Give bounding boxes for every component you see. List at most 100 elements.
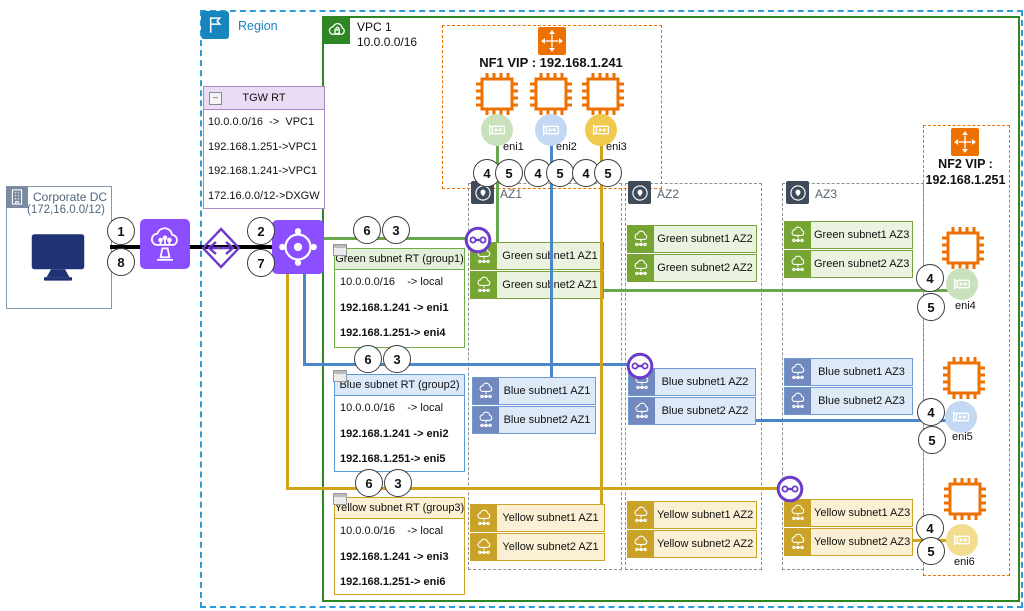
vpc-cidr: 10.0.0.0/16 (357, 35, 418, 49)
subnet-label: Green subnet1 AZ2 (657, 233, 753, 245)
subnet-icon (785, 500, 811, 526)
gateway-load-balancer-icon (951, 128, 979, 156)
window-icon[interactable] (333, 370, 347, 382)
monitor-icon (30, 230, 86, 284)
tgw-blue-line-h (303, 363, 627, 366)
direct-connect-icon (198, 224, 244, 272)
nf2-title-line2: 192.168.1.251 (925, 173, 1006, 187)
subnet-blue1-az1: Blue subnet1 AZ1 (472, 377, 596, 405)
flow-badge: 7 (247, 249, 275, 277)
subnet-blue2-az1: Blue subnet2 AZ1 (472, 406, 596, 434)
flow-badge: 6 (353, 216, 381, 244)
subnet-label: Green subnet2 AZ2 (657, 262, 753, 274)
subnet-label: Yellow subnet1 AZ1 (502, 512, 599, 524)
tgw-route: 10.0.0.0/16 -> VPC1 (208, 116, 315, 128)
subnet-icon (628, 531, 654, 557)
flow-badge: 2 (247, 217, 275, 245)
subnet-yellow2-az1: Yellow subnet2 AZ1 (470, 533, 605, 561)
flow-badge: 1 (107, 217, 135, 245)
flow-badge: 5 (594, 159, 622, 187)
subnet-icon (628, 255, 654, 281)
subnet-green2-az3: Green subnet2 AZ3 (784, 250, 913, 278)
tgw-route: 172.16.0.0/12->DXGW (208, 189, 320, 202)
eni3-line (600, 145, 603, 504)
eni3-icon (585, 114, 617, 146)
blue-subnet-route-table: Blue subnet RT (group2) 10.0.0.0/16 -> l… (333, 370, 465, 472)
subnet-label: Yellow subnet1 AZ3 (814, 507, 911, 519)
corporate-dc-name: Corporate DC (33, 190, 108, 204)
subnet-blue2-az2: Blue subnet2 AZ2 (628, 397, 756, 425)
subnet-label: Blue subnet2 AZ2 (661, 405, 749, 417)
flow-badge: 8 (107, 248, 135, 276)
subnet-icon (785, 251, 811, 277)
flow-badge: 3 (382, 216, 410, 244)
eni6-label: eni6 (954, 556, 975, 568)
subnet-yellow1-az3: Yellow subnet1 AZ3 (784, 499, 913, 527)
subnet-icon (629, 398, 655, 424)
subnet-yellow2-az2: Yellow subnet2 AZ2 (627, 530, 757, 558)
nf2-instance-chip-icon (942, 356, 986, 400)
az1-label: AZ1 (500, 187, 523, 201)
window-icon[interactable] (333, 493, 347, 505)
az2-box (625, 183, 762, 570)
nf1-title: NF1 VIP : 192.168.1.241 (479, 55, 623, 70)
eni5-label: eni5 (952, 431, 973, 443)
subnet-blue1-az3: Blue subnet1 AZ3 (784, 358, 913, 386)
eni1-line (496, 145, 499, 242)
rt-route: 10.0.0.0/16 -> local (340, 402, 444, 414)
subnet-icon (785, 529, 811, 555)
eni3-label: eni3 (606, 141, 627, 153)
subnet-label: Yellow subnet2 AZ3 (814, 536, 911, 548)
nf2-instance-chip-icon (943, 477, 987, 521)
subnet-green2-az1: Green subnet2 AZ1 (470, 271, 604, 299)
subnet-label: Yellow subnet2 AZ1 (502, 541, 599, 553)
gwlb-endpoint-icon (464, 226, 492, 254)
subnet-icon (785, 222, 811, 248)
eni4-label: eni4 (955, 300, 976, 312)
rt-title: Blue subnet RT (group2) (335, 375, 464, 396)
subnet-green2-az2: Green subnet2 AZ2 (627, 254, 757, 282)
nf2-title-line1: NF2 VIP : (938, 157, 993, 171)
eni2-line (550, 145, 553, 377)
rt-route: 192.168.1.251-> eni5 (340, 453, 446, 465)
tgw-yellow-line-h (286, 487, 777, 490)
rt-route: 10.0.0.0/16 -> local (340, 525, 444, 537)
rt-route: 192.168.1.241 -> eni3 (340, 550, 449, 563)
eni5-icon (945, 401, 977, 433)
subnet-icon (473, 407, 499, 433)
subnet-icon (628, 226, 654, 252)
tgw-route: 192.168.1.251->VPC1 (208, 140, 318, 153)
customer-gateway-icon (140, 219, 190, 269)
subnet-icon (471, 534, 497, 560)
nf2-box (923, 125, 1010, 576)
region-boundary (200, 10, 1023, 608)
flow-badge: 6 (355, 469, 383, 497)
subnet-green1-az2: Green subnet1 AZ2 (627, 225, 757, 253)
tgw-route: 192.168.1.241->VPC1 (208, 165, 318, 177)
subnet-icon (471, 505, 497, 531)
eni6-icon (946, 524, 978, 556)
subnet-label: Green subnet1 AZ3 (814, 229, 910, 241)
corp-to-tgw-line (110, 245, 273, 249)
tgw-yellow-line-v (286, 273, 289, 488)
subnet-yellow1-az2: Yellow subnet1 AZ2 (627, 501, 757, 529)
subnet-label: Blue subnet2 AZ3 (818, 395, 905, 407)
nf2-instance-chip-icon (941, 226, 985, 270)
tgw-rt-header: – TGW RT (204, 87, 324, 110)
flow-badge: 5 (917, 293, 945, 321)
collapse-icon[interactable]: – (209, 92, 222, 105)
gateway-load-balancer-icon (538, 27, 566, 55)
az-pin-icon (628, 181, 651, 204)
subnet-label: Yellow subnet2 AZ2 (657, 538, 754, 550)
az2-label: AZ2 (657, 187, 680, 201)
flow-badge: 3 (383, 345, 411, 373)
flow-badge: 6 (354, 345, 382, 373)
gwlb-endpoint-icon (776, 475, 804, 503)
subnet-label: Blue subnet1 AZ3 (818, 366, 905, 378)
green-to-eni4-line (602, 289, 948, 292)
subnet-icon (785, 359, 811, 385)
window-icon[interactable] (333, 244, 347, 256)
region-flag-icon (201, 11, 229, 39)
subnet-icon (473, 378, 499, 404)
